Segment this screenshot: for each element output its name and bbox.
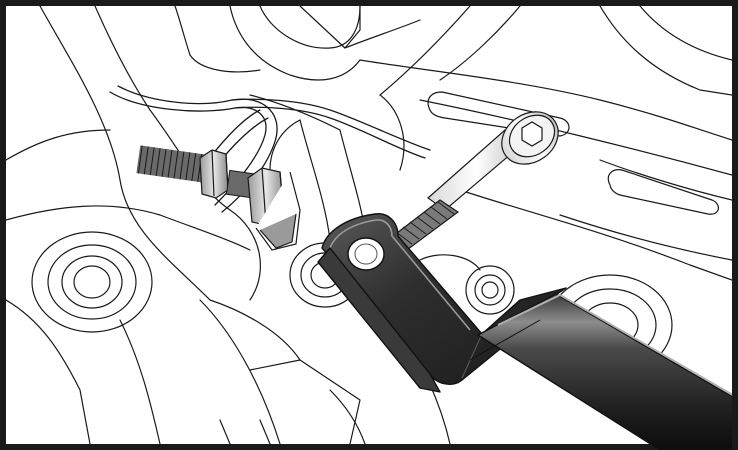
socket-head-bolt (379, 111, 559, 259)
hex-nut-left (199, 149, 229, 199)
hex-nut-right (247, 167, 301, 251)
threaded-stud (136, 145, 208, 183)
tube-arm (469, 293, 732, 450)
hex-socket-icon (521, 121, 543, 147)
